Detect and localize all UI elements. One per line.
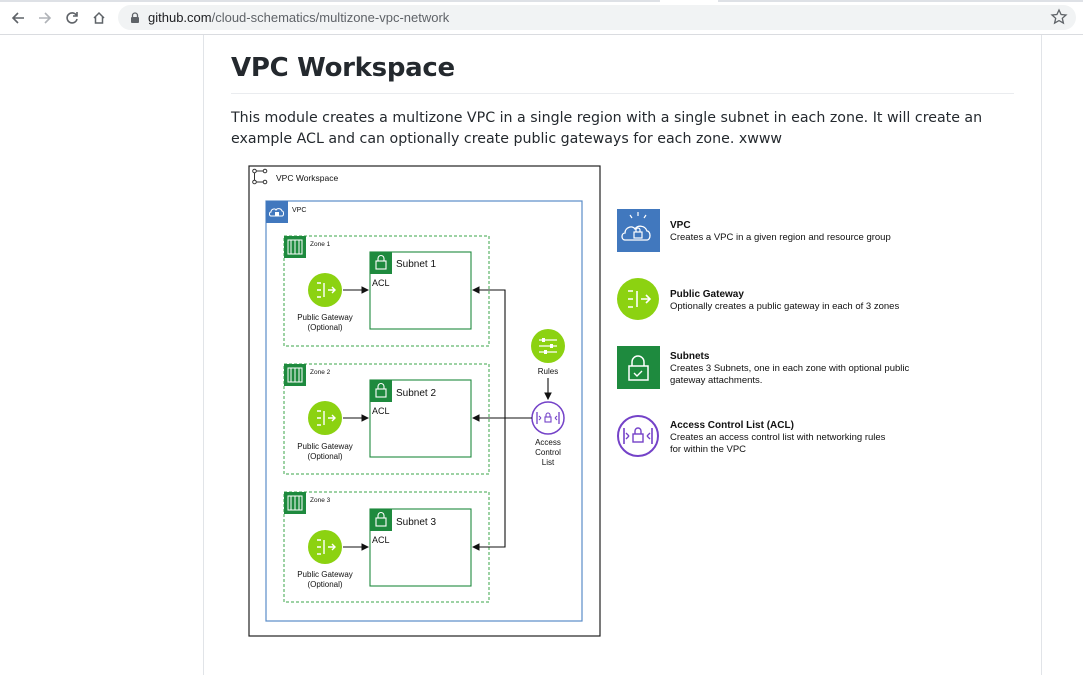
legend-title: Subnets [670, 351, 710, 362]
star-icon[interactable] [1050, 8, 1068, 26]
legend-item-vpc: VPC Creates a VPC in a given region and … [617, 209, 891, 252]
legend-desc: Creates an access control list with netw… [670, 432, 886, 443]
acl-label-2: Control [535, 448, 561, 457]
subnet-lock-icon [370, 252, 392, 274]
address-bar[interactable]: github.com/cloud-schematics/multizone-vp… [118, 5, 1076, 30]
legend-desc: Creates a VPC in a given region and reso… [670, 232, 891, 243]
rules-label: Rules [538, 367, 558, 376]
public-gateway-icon [308, 530, 342, 564]
arrow-left-icon [11, 12, 24, 24]
legend-desc-2: for within the VPC [670, 444, 746, 455]
back-button[interactable] [7, 7, 29, 29]
zone-icon [284, 492, 306, 514]
zone-icon [284, 236, 306, 258]
zone-3: Zone 3 Public Gateway (Optional) Subnet … [283, 491, 490, 603]
gateway-sublabel: (Optional) [307, 323, 342, 332]
acl-label-1: Access [535, 438, 561, 447]
zone-boundary [283, 363, 490, 475]
legend-title: VPC [670, 220, 691, 231]
acl-label-3: List [542, 458, 555, 467]
gateway-label: Public Gateway [297, 313, 353, 322]
gateway-label: Public Gateway [297, 570, 353, 579]
zone-1: Zone 1 Public Gateway (Optional) Subnet … [283, 235, 490, 347]
acl-label: ACL [372, 535, 390, 545]
reload-button[interactable] [61, 7, 83, 29]
vpc-label: VPC [292, 207, 306, 214]
home-icon [93, 11, 105, 24]
forward-button[interactable] [34, 7, 56, 29]
url-path: /cloud-schematics/multizone-vpc-network [211, 10, 450, 25]
vpc-boundary [265, 200, 583, 622]
public-gateway-icon [308, 401, 342, 435]
acl-label: ACL [372, 406, 390, 416]
zone-boundary [283, 235, 490, 347]
browser-toolbar: github.com/cloud-schematics/multizone-vp… [0, 0, 1083, 35]
reload-icon [66, 12, 78, 24]
gateway-sublabel: (Optional) [307, 580, 342, 589]
arrow-right-icon [39, 12, 52, 24]
workspace-label: VPC Workspace [276, 173, 338, 183]
zone-label: Zone 2 [310, 369, 331, 376]
legend-item-acl: Access Control List (ACL) Creates an acc… [617, 415, 886, 457]
description-text: This module creates a multizone VPC in a… [231, 110, 983, 147]
subnet-lock-icon [370, 380, 392, 402]
page-title: VPC Workspace [231, 53, 455, 83]
gateway-label: Public Gateway [297, 442, 353, 451]
legend-desc: Creates 3 Subnets, one in each zone with… [670, 363, 909, 374]
subnet-lock-icon [370, 509, 392, 531]
legend-title: Public Gateway [670, 289, 744, 300]
url-host: github.com [148, 10, 212, 25]
tab-strip [0, 0, 1083, 2]
content-border-right [1041, 35, 1042, 675]
url-text: github.com/cloud-schematics/multizone-vp… [148, 10, 449, 25]
public-gateway-legend-icon [617, 278, 659, 320]
subnet-label: Subnet 1 [396, 259, 436, 270]
zone-icon [284, 364, 306, 386]
legend-desc-2: gateway attachments. [670, 375, 762, 386]
zone-2: Zone 2 Public Gateway (Optional) Subnet … [283, 363, 490, 475]
acl-icon [531, 401, 565, 435]
legend: VPC Creates a VPC in a given region and … [617, 209, 909, 457]
legend-item-public-gateway: Public Gateway Optionally creates a publ… [617, 278, 899, 320]
heading-divider [231, 93, 1014, 94]
vpc-icon [266, 201, 288, 223]
public-gateway-icon [308, 273, 342, 307]
subnet-legend-icon [617, 346, 660, 389]
legend-desc: Optionally creates a public gateway in e… [670, 301, 899, 312]
zone-label: Zone 1 [310, 241, 331, 248]
content-border-left [203, 35, 204, 675]
legend-item-subnets: Subnets Creates 3 Subnets, one in each z… [617, 346, 909, 389]
acl-label: ACL [372, 278, 390, 288]
zone-label: Zone 3 [310, 497, 331, 504]
workspace-icon [252, 168, 268, 185]
acl-legend-icon [617, 415, 659, 457]
subnet-label: Subnet 2 [396, 388, 436, 399]
gateway-sublabel: (Optional) [307, 452, 342, 461]
vpc-legend-icon [617, 209, 660, 252]
rules-icon [531, 329, 565, 363]
acl-connector-subnet-3 [471, 418, 506, 551]
home-button[interactable] [88, 7, 110, 29]
legend-title: Access Control List (ACL) [670, 420, 794, 431]
subnet-label: Subnet 3 [396, 517, 436, 528]
lock-icon [131, 12, 139, 23]
